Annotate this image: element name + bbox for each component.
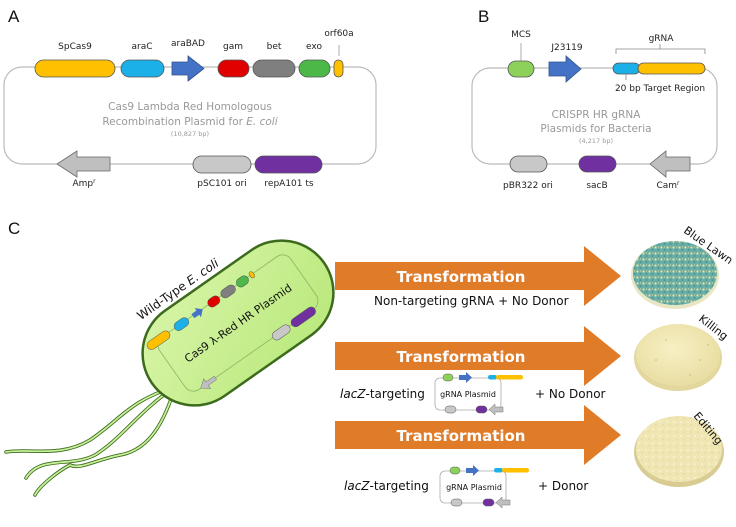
gene-grna bbox=[637, 62, 706, 75]
flagella bbox=[4, 385, 177, 497]
panel-letter-b: B bbox=[478, 7, 489, 26]
panel-a: A SpCas9 araC araBAD gam bet exo orf60a … bbox=[3, 7, 377, 189]
mini-grna-plasmid-3: gRNA Plasmid bbox=[439, 465, 529, 509]
caption-3: lacZ-targeting bbox=[344, 479, 429, 493]
caption-2: lacZ-targeting bbox=[340, 387, 425, 401]
transformation-row-2: Transformation lacZ-targeting gRNA Plasm… bbox=[335, 312, 730, 416]
label-exo: exo bbox=[306, 42, 322, 52]
gene-spcas9 bbox=[34, 59, 116, 78]
plasmid-b-title-line1: CRISPR HR gRNA bbox=[552, 109, 642, 121]
label-repa101-ts: repA101 ts bbox=[264, 179, 313, 189]
label-spcas9: SpCas9 bbox=[58, 42, 92, 52]
label-target-region: 20 bp Target Region bbox=[615, 84, 705, 94]
transformation-arrow-2 bbox=[335, 326, 621, 386]
label-psc101-ori: pSC101 ori bbox=[197, 179, 246, 189]
plate-killing bbox=[636, 324, 720, 386]
panel-letter-c: C bbox=[8, 219, 20, 238]
grna-bracket bbox=[615, 44, 706, 54]
label-mcs: MCS bbox=[511, 30, 531, 40]
plate-editing bbox=[636, 416, 722, 482]
plasmid-a-title-line2: Recombination Plasmid for E. coli bbox=[102, 116, 277, 128]
gene-camr-arrow-icon bbox=[649, 150, 691, 178]
panel-letter-a: A bbox=[8, 7, 20, 26]
transformation-arrow-1 bbox=[335, 246, 621, 306]
promoter-arabad-icon bbox=[171, 55, 205, 82]
plasmid-a-size: (10,827 bp) bbox=[171, 130, 209, 138]
mini-grna-plasmid-2: gRNA Plasmid bbox=[434, 372, 523, 416]
gene-ampr-arrow-icon bbox=[56, 150, 111, 178]
cell-plasmid-outline bbox=[157, 254, 319, 392]
gene-orf60a bbox=[333, 59, 344, 78]
panel-b: B MCS J23119 gRNA 20 bp Target Region CR… bbox=[471, 7, 718, 191]
gene-bet bbox=[252, 59, 296, 78]
gene-exo bbox=[298, 59, 331, 78]
panel-c: C Cas9 λ-Red HR Plasmid Wild-Type E bbox=[4, 219, 735, 509]
transformation-row-3: Transformation lacZ-targeting gRNA Plasm… bbox=[335, 405, 725, 509]
plate-blue-lawn bbox=[633, 241, 717, 305]
label-arabad: araBAD bbox=[171, 39, 205, 49]
transformation-arrow-3 bbox=[335, 405, 621, 465]
caption-2-post: + No Donor bbox=[535, 387, 606, 401]
label-sacb: sacB bbox=[586, 181, 607, 191]
caption-1: Non-targeting gRNA + No Donor bbox=[374, 294, 569, 308]
transformation-label-3: Transformation bbox=[397, 427, 526, 445]
gene-arac bbox=[120, 59, 165, 78]
caption-3-post: + Donor bbox=[538, 479, 588, 493]
gene-gam bbox=[217, 59, 250, 78]
label-arac: araC bbox=[131, 42, 152, 52]
mini-plasmid-label-3: gRNA Plasmid bbox=[446, 483, 502, 492]
ecoli-cell: Cas9 λ-Red HR Plasmid Wild-Type E. coli bbox=[134, 239, 335, 407]
plasmid-a-title-line1: Cas9 Lambda Red Homologous bbox=[108, 101, 272, 113]
label-orf60a: orf60a bbox=[324, 29, 353, 39]
plasmid-a-title-text: Recombination Plasmid for bbox=[102, 116, 243, 128]
cell-body bbox=[141, 239, 335, 407]
gene-target-region bbox=[612, 62, 641, 75]
transformation-row-1: Transformation Non-targeting gRNA + No D… bbox=[335, 224, 735, 309]
label-camr: Camr bbox=[656, 180, 680, 191]
label-ampr: Ampr bbox=[72, 178, 96, 189]
label-gam: gam bbox=[223, 42, 243, 52]
plasmid-b-size: (4,217 bp) bbox=[579, 137, 613, 145]
site-mcs bbox=[507, 60, 535, 78]
promoter-j23119-icon bbox=[548, 55, 582, 83]
transformation-label-1: Transformation bbox=[397, 268, 526, 286]
gene-sacb bbox=[578, 155, 617, 173]
transformation-label-2: Transformation bbox=[397, 348, 526, 366]
gene-pbr322-ori bbox=[509, 155, 548, 173]
label-bet: bet bbox=[267, 42, 282, 52]
gene-repa101-ts bbox=[254, 155, 323, 174]
gene-psc101-ori bbox=[192, 155, 252, 174]
label-j23119: J23119 bbox=[550, 43, 583, 53]
label-pbr322-ori: pBR322 ori bbox=[503, 181, 553, 191]
mini-plasmid-label-2: gRNA Plasmid bbox=[440, 390, 496, 399]
plasmid-a-title-species: E. coli bbox=[246, 116, 277, 128]
plate-killing-colonies bbox=[655, 339, 709, 376]
label-grna: gRNA bbox=[649, 34, 675, 44]
plasmid-b-title-line2: Plasmids for Bacteria bbox=[540, 123, 651, 135]
